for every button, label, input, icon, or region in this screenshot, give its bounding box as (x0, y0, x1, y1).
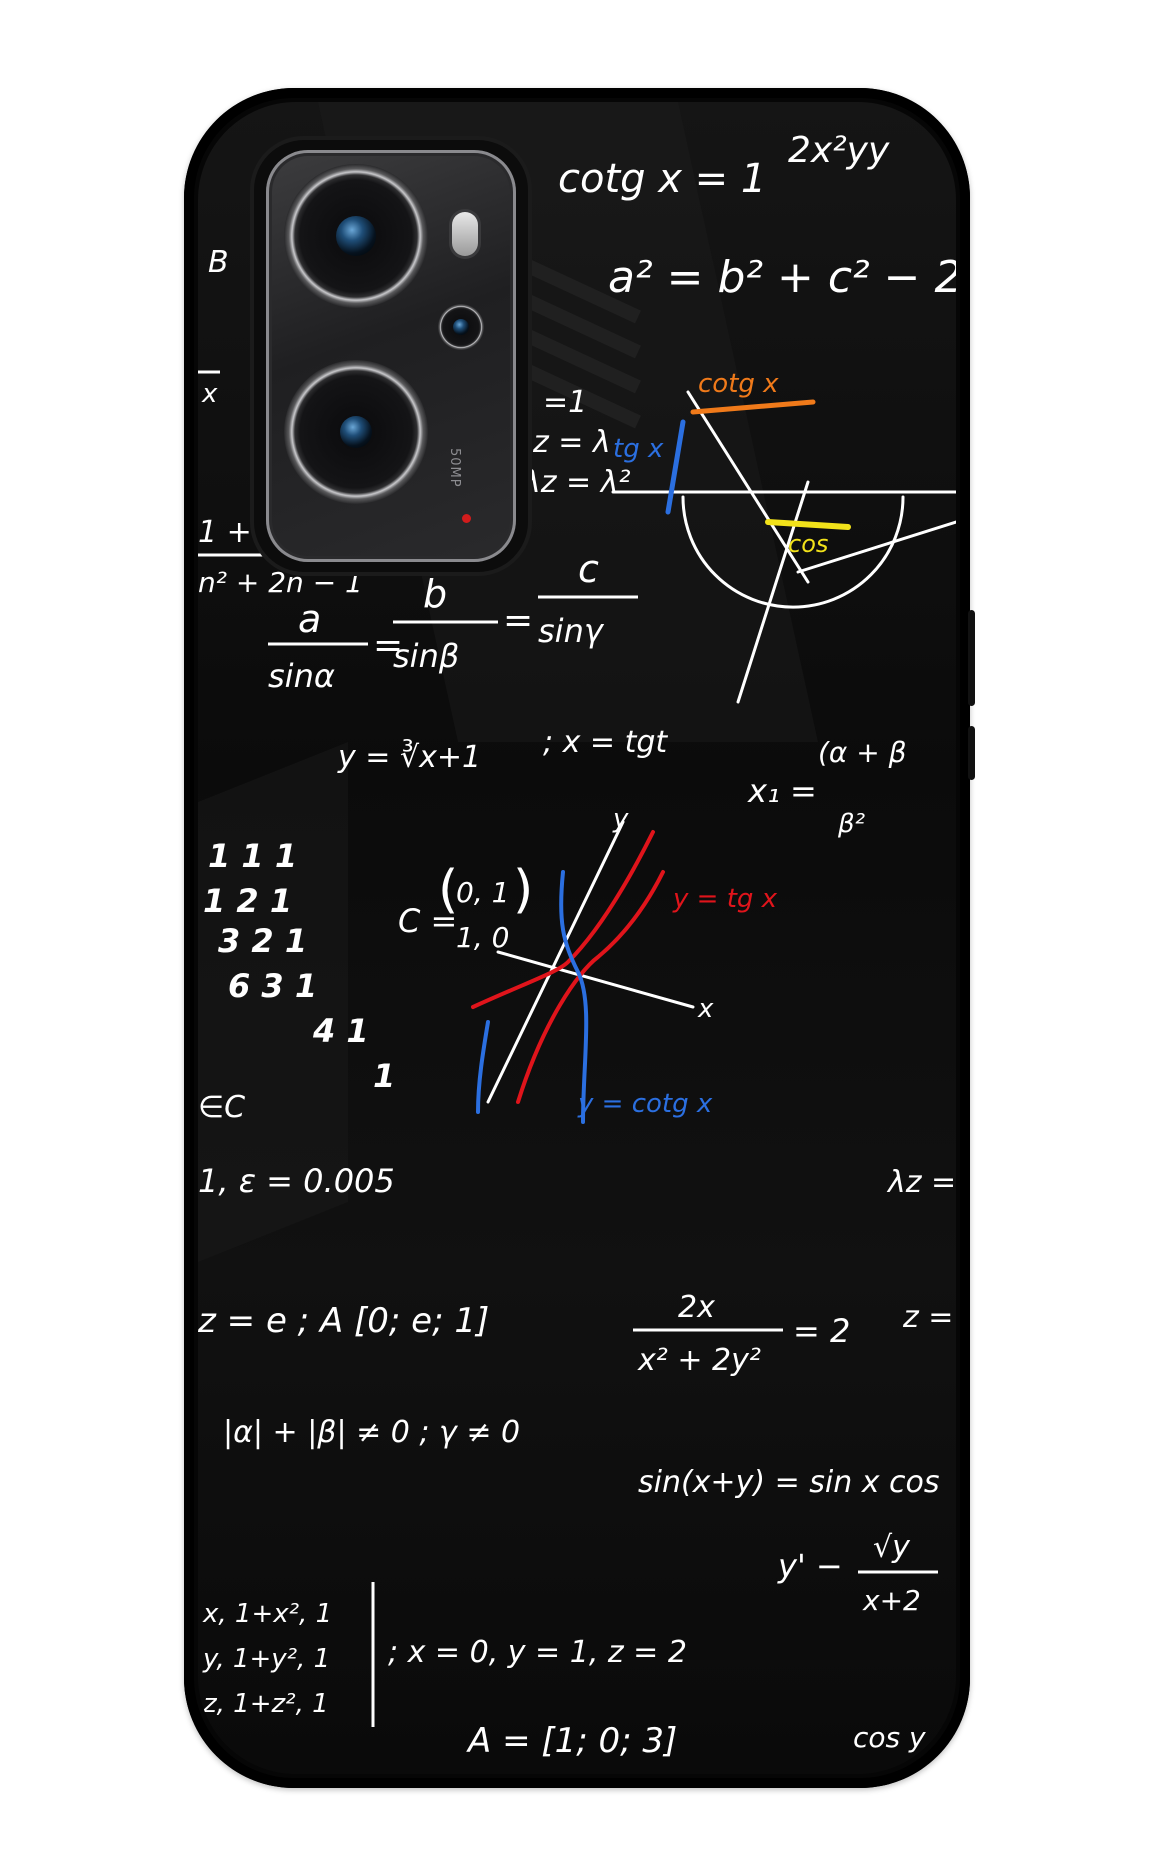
sine-law-sina: sinα (268, 657, 335, 695)
tg-curve (516, 870, 665, 1104)
number-row: 3 2 1 (218, 922, 307, 960)
camera-plate: 50MP (266, 150, 516, 562)
diagram-ray (686, 390, 810, 584)
matrix-paren-left: ( (438, 860, 458, 920)
formula-cosy: cos y (853, 1721, 926, 1754)
equals-sign: = (373, 625, 403, 666)
formula-x2: x+2 (862, 1584, 921, 1617)
flash-icon (452, 212, 478, 256)
matrix3-row-1: x, 1+x², 1 (202, 1599, 332, 1629)
formula-eq2: = 2 (793, 1312, 850, 1350)
main-lens-icon (336, 216, 376, 256)
tg-curve (471, 830, 655, 1009)
graph-x-label: x (697, 994, 714, 1024)
formula-yprime: y' − (777, 1547, 843, 1585)
number-row: 1 1 1 (208, 837, 297, 875)
graph-x-axis (496, 950, 695, 1009)
formula-absab: |α| + |β| ≠ 0 ; γ ≠ 0 (223, 1415, 520, 1450)
cotg-curve (559, 870, 589, 1124)
matrix3-row-3: z, 1+z², 1 (202, 1689, 329, 1719)
formula-x1: x₁ = (747, 772, 817, 810)
cotg-curve (476, 1020, 490, 1114)
formula-2x2yy: 2x²yy (788, 130, 890, 171)
formula-sinxy: sin(x+y) = sin x cos (638, 1465, 940, 1500)
tg-curve-label: y = tg x (672, 884, 778, 914)
side-button (968, 726, 975, 780)
formula-ab: (α + β (818, 736, 907, 769)
formula-cotg: cotg x = 1 (558, 156, 766, 202)
graph-y-label: y (612, 804, 629, 834)
formula-sqrty: √y (873, 1530, 911, 1565)
cotg-segment (690, 399, 816, 415)
formula-zlam: z = λ (532, 425, 611, 460)
number-row: 1 (373, 1057, 395, 1095)
matrix-c-label: C = (398, 902, 457, 940)
formula-2x: 2x (678, 1290, 715, 1325)
side-button (968, 610, 975, 706)
cos-segment (765, 519, 851, 530)
shadow-band (198, 742, 348, 1262)
formula-cbrt: y = ∛x+1 (337, 739, 481, 775)
formula-xtgt: ; x = tgt (543, 725, 668, 760)
number-row: 1 2 1 (203, 882, 292, 920)
cotg-label: cotg x (698, 369, 779, 399)
formula-A103: A = [1; 0; 3] (466, 1721, 677, 1761)
camera-module: 50MP (254, 140, 528, 572)
formula-ae: z = e ; A [0; e; 1] (198, 1301, 489, 1341)
tg-segment (665, 419, 686, 515)
formula-z-eq: z = (902, 1300, 953, 1335)
matrix-paren-right: ) (513, 860, 533, 920)
formula-lz2: λz = i (886, 1165, 956, 1200)
megapixel-label: 50MP (447, 448, 462, 488)
formula-b2: β² (837, 809, 865, 839)
tangent-graph (471, 820, 695, 1124)
small-lens-icon (453, 319, 469, 335)
formula-xyz: ; x = 0, y = 1, z = 2 (388, 1635, 687, 1670)
formula-eps: 1, ε = 0.005 (198, 1162, 395, 1200)
formula-pythag: a² = b² + c² − 2 (608, 252, 956, 303)
formula-lz: λz = λ² (521, 465, 631, 500)
tg-label: tg x (613, 434, 664, 464)
graph-y-axis (486, 820, 625, 1104)
sine-law-sing: sinγ (538, 612, 605, 650)
matrix-row-2: 1, 0 (456, 921, 509, 954)
formula-frac-x: x (201, 379, 218, 409)
sensor-dot-icon (462, 514, 471, 523)
matrix-row-1: 0, 1 (456, 876, 509, 909)
number-row: 4 1 (312, 1012, 369, 1050)
sine-law-sinb: sinβ (393, 637, 459, 675)
sine-law-a: a (298, 597, 321, 641)
diagram-ray (796, 520, 956, 574)
cos-label: cos (788, 530, 828, 558)
sine-law-c: c (578, 547, 599, 591)
formula-ec: ∈C (198, 1090, 245, 1125)
formula-eq1: =1 (543, 385, 587, 420)
diagram-axis (736, 480, 810, 704)
matrix3-row-2: y, 1+y², 1 (202, 1644, 330, 1674)
secondary-lens-icon (340, 416, 372, 448)
circle-arc (681, 495, 905, 609)
sine-law-b: b (423, 572, 447, 616)
cotg-curve-label: y = cotg x (577, 1089, 713, 1119)
equals-sign: = (503, 600, 533, 641)
unit-circle-diagram (611, 390, 956, 704)
formula-x2y2: x² + 2y² (637, 1343, 761, 1378)
number-row: 6 3 1 (228, 967, 317, 1005)
formula-B: B (208, 245, 229, 280)
